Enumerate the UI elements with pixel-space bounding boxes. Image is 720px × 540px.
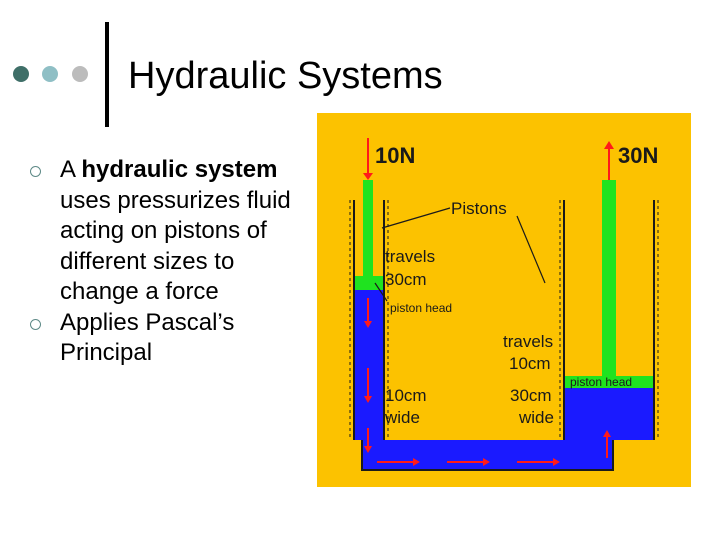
title-dots	[13, 66, 88, 82]
container-wall-dashes	[349, 200, 659, 440]
arrow-icon	[604, 141, 614, 180]
piston-head-right-label: piston head	[570, 375, 632, 389]
bottom-pipe-fluid	[362, 440, 613, 470]
pistons-label: Pistons	[451, 199, 507, 218]
travels-left-label: travels	[385, 247, 435, 266]
circle-bullet-icon	[30, 318, 41, 330]
hydraulic-diagram: 10N 30N Pistons travels 30cm piston head…	[317, 113, 691, 487]
piston-head-left-label: piston head	[390, 301, 452, 315]
wide-left-value: 10cm	[385, 386, 427, 405]
title-divider	[105, 22, 109, 127]
wide-left-label: wide	[384, 408, 420, 427]
bullet-item-hydraulic: A hydraulic system uses pressurizes flui…	[22, 155, 312, 308]
right-force-label: 30N	[618, 143, 658, 168]
left-piston-head	[354, 276, 384, 290]
flow-arrows	[364, 298, 611, 466]
wide-right-label: wide	[518, 408, 554, 427]
page-title: Hydraulic Systems	[128, 55, 443, 97]
container-walls	[353, 200, 655, 471]
arrow-icon	[363, 138, 373, 180]
title-dot-dark	[13, 66, 29, 82]
right-cylinder-fluid	[564, 388, 654, 440]
bullet-text-pascal: Applies Pascal’s Principal	[60, 308, 235, 367]
travels-right-value: 10cm	[509, 354, 551, 373]
travels-right-label: travels	[503, 332, 553, 351]
bullet-item-pascal: Applies Pascal’s Principal	[22, 308, 312, 369]
right-piston-head	[564, 376, 654, 388]
right-piston-rod	[602, 180, 616, 376]
wide-right-value: 30cm	[510, 386, 552, 405]
title-dot-teal	[42, 66, 58, 82]
bullet-text-bold: hydraulic system	[81, 156, 278, 183]
bullet-list: A hydraulic system uses pressurizes flui…	[22, 155, 312, 369]
circle-bullet-icon	[30, 166, 41, 177]
title-dot-gray	[72, 66, 88, 82]
pointer-lines	[374, 207, 546, 302]
left-piston-rod	[363, 180, 373, 276]
left-force-label: 10N	[375, 143, 415, 168]
travels-left-value: 30cm	[385, 270, 427, 289]
bullet-text-post: uses pressurizes fluid acting on pistons…	[60, 186, 291, 306]
bullet-text-pre: A	[60, 156, 82, 183]
